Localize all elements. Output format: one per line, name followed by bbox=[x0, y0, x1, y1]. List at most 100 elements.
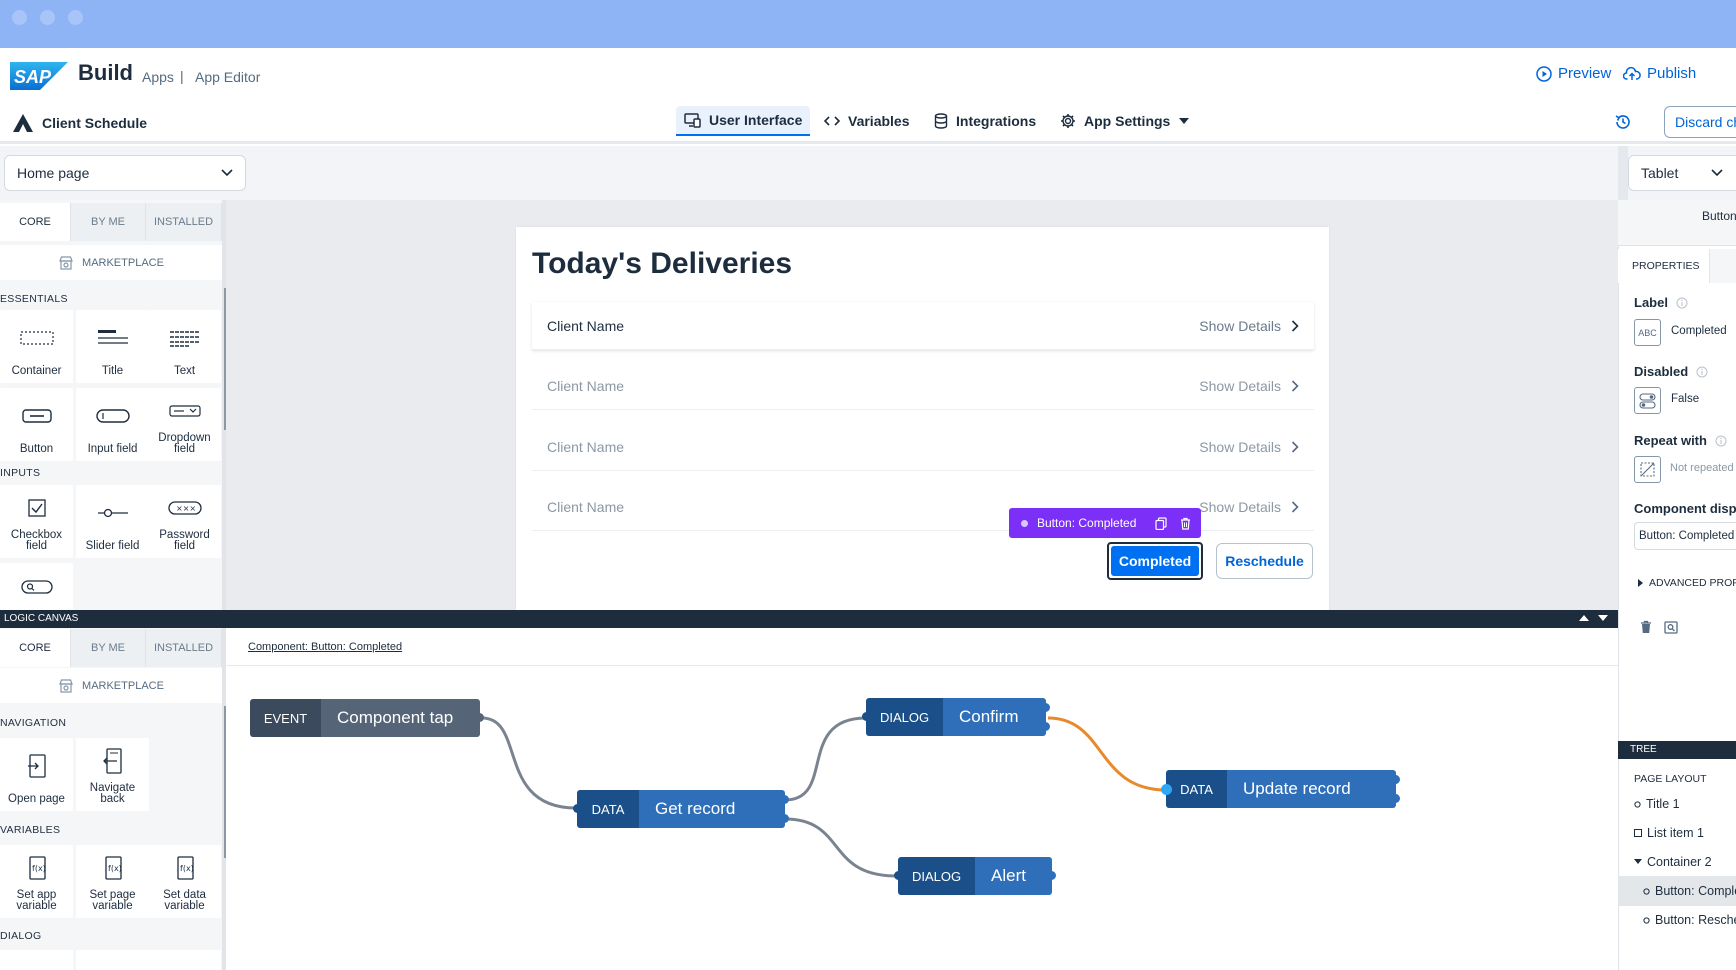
tab-installed[interactable]: INSTALLED bbox=[146, 629, 222, 667]
publish-button[interactable]: Publish bbox=[1623, 65, 1696, 82]
tab-properties[interactable]: PROPERTIES bbox=[1618, 249, 1710, 283]
output-port[interactable] bbox=[780, 814, 789, 823]
list-item[interactable]: Client Name Show Details bbox=[532, 423, 1314, 471]
advanced-properties-toggle[interactable]: ADVANCED PROP bbox=[1638, 577, 1736, 589]
panel-scrollbar[interactable] bbox=[224, 706, 226, 858]
trash-icon[interactable] bbox=[1640, 620, 1652, 634]
tab-core[interactable]: CORE bbox=[0, 203, 71, 241]
tab-integrations[interactable]: Integrations bbox=[926, 106, 1044, 136]
list-item[interactable]: Client Name Show Details bbox=[532, 302, 1314, 350]
function-navigate-back[interactable]: Navigate back bbox=[76, 738, 149, 811]
preview-button[interactable]: Preview bbox=[1536, 65, 1611, 82]
component-slider-field[interactable]: Slider field bbox=[76, 485, 149, 558]
tree-bar[interactable]: TREE bbox=[1618, 741, 1736, 759]
inspect-icon[interactable] bbox=[1664, 621, 1678, 634]
repeat-value[interactable]: Not repeated bbox=[1670, 462, 1734, 474]
logic-canvas-bar[interactable]: LOGIC CANVAS bbox=[0, 610, 1618, 628]
tab-installed[interactable]: INSTALLED bbox=[146, 203, 222, 241]
history-icon[interactable] bbox=[1614, 113, 1632, 131]
label-value[interactable]: Completed bbox=[1671, 325, 1727, 337]
tab-variables[interactable]: Variables bbox=[816, 106, 918, 136]
component-password-field[interactable]: ××× Password field bbox=[148, 485, 221, 558]
device-select[interactable]: Tablet bbox=[1628, 155, 1736, 191]
output-port[interactable] bbox=[1047, 871, 1056, 880]
show-details[interactable]: Show Details bbox=[1199, 499, 1299, 515]
marketplace-button[interactable]: MARKETPLACE bbox=[0, 245, 222, 280]
logic-node-update-record[interactable]: DATA Update record bbox=[1161, 770, 1400, 808]
breadcrumb-apps[interactable]: Apps bbox=[142, 69, 174, 85]
function-set-page-variable[interactable]: f(x) Set page variable bbox=[76, 845, 149, 918]
component-title[interactable]: Title bbox=[76, 310, 149, 383]
window-close-dot[interactable] bbox=[12, 10, 27, 25]
function-tile-partial[interactable] bbox=[76, 950, 149, 970]
output-port[interactable] bbox=[1041, 703, 1050, 712]
reschedule-button[interactable]: Reschedule bbox=[1216, 543, 1313, 579]
marketplace-button[interactable]: MARKETPLACE bbox=[0, 668, 222, 703]
input-port[interactable] bbox=[1161, 784, 1172, 795]
input-port[interactable] bbox=[894, 871, 903, 880]
tab-user-interface[interactable]: User Interface bbox=[676, 106, 811, 136]
component-button[interactable]: Button bbox=[0, 388, 73, 461]
function-open-page[interactable]: Open page bbox=[0, 738, 73, 811]
info-icon[interactable] bbox=[1676, 297, 1688, 309]
component-dropdown-field[interactable]: Dropdown field bbox=[148, 388, 221, 461]
output-port[interactable] bbox=[780, 795, 789, 804]
component-checkbox-field[interactable]: Checkbox field bbox=[0, 485, 73, 558]
component-container[interactable]: Container bbox=[0, 310, 73, 383]
input-port[interactable] bbox=[862, 712, 871, 721]
output-port[interactable] bbox=[475, 713, 484, 722]
input-port[interactable] bbox=[573, 804, 582, 813]
repeat-binding-icon[interactable] bbox=[1634, 456, 1661, 483]
page-select[interactable]: Home page bbox=[4, 155, 246, 191]
tree-item-title[interactable]: Title 1 bbox=[1634, 797, 1680, 811]
tab-by-me[interactable]: BY ME bbox=[71, 629, 146, 667]
function-set-app-variable[interactable]: f(x) Set app variable bbox=[0, 845, 73, 918]
output-port[interactable] bbox=[1391, 775, 1400, 784]
toggle-binding-icon[interactable] bbox=[1634, 387, 1661, 414]
logic-node-component-tap[interactable]: EVENT Component tap bbox=[250, 699, 484, 737]
logic-node-confirm[interactable]: DIALOG Confirm bbox=[862, 698, 1050, 736]
component-text[interactable]: Text bbox=[148, 310, 221, 383]
tree-item-list[interactable]: List item 1 bbox=[1634, 826, 1704, 840]
tree-item-button-reschedule[interactable]: Button: Resche bbox=[1643, 913, 1736, 927]
breadcrumb-app-editor[interactable]: App Editor bbox=[195, 69, 261, 85]
info-icon[interactable] bbox=[1696, 366, 1708, 378]
component-link[interactable]: Component: Button: Completed bbox=[248, 641, 403, 653]
copy-icon[interactable] bbox=[1155, 516, 1168, 530]
show-details[interactable]: Show Details bbox=[1199, 318, 1299, 334]
tab-core[interactable]: CORE bbox=[0, 629, 71, 667]
component-search-field[interactable] bbox=[0, 563, 73, 610]
function-tile-partial[interactable] bbox=[148, 950, 221, 970]
show-details[interactable]: Show Details bbox=[1199, 378, 1299, 394]
collapse-up-icon[interactable] bbox=[1578, 614, 1590, 622]
tab-by-me[interactable]: BY ME bbox=[71, 203, 146, 241]
output-port[interactable] bbox=[1041, 722, 1050, 731]
function-set-data-variable[interactable]: f(x) Set data variable bbox=[148, 845, 221, 918]
info-icon[interactable] bbox=[1715, 435, 1727, 447]
logic-node-get-record[interactable]: DATA Get record bbox=[573, 790, 789, 828]
list-item[interactable]: Client Name Show Details bbox=[532, 362, 1314, 410]
show-details[interactable]: Show Details bbox=[1199, 439, 1299, 455]
function-tile-partial[interactable] bbox=[0, 950, 73, 970]
discard-changes-button[interactable]: Discard ch bbox=[1664, 106, 1736, 138]
output-port[interactable] bbox=[1391, 794, 1400, 803]
panel-scrollbar[interactable] bbox=[224, 288, 226, 430]
tab-styles[interactable] bbox=[1710, 249, 1736, 283]
delete-icon[interactable] bbox=[1180, 517, 1191, 530]
text-binding-icon[interactable]: ABC bbox=[1634, 319, 1661, 346]
tree-item-button-completed[interactable]: Button: Comple bbox=[1643, 884, 1736, 898]
collapse-down-icon[interactable] bbox=[1597, 614, 1609, 622]
completed-button[interactable]: Completed bbox=[1111, 546, 1199, 576]
caret-down-icon[interactable] bbox=[1178, 117, 1190, 125]
tree-item-container[interactable]: Container 2 bbox=[1634, 855, 1712, 869]
disabled-value[interactable]: False bbox=[1671, 393, 1700, 405]
sap-logo[interactable]: SAP bbox=[10, 62, 68, 90]
window-maximize-dot[interactable] bbox=[68, 10, 83, 25]
tab-app-settings[interactable]: App Settings bbox=[1052, 106, 1198, 136]
window-minimize-dot[interactable] bbox=[40, 10, 55, 25]
display-name-input[interactable]: Button: Completed bbox=[1634, 522, 1736, 550]
page-title[interactable]: Today's Deliveries bbox=[532, 247, 793, 280]
logic-node-alert[interactable]: DIALOG Alert bbox=[894, 857, 1056, 895]
component-input-field[interactable]: Input field bbox=[76, 388, 149, 461]
list-item[interactable]: Client Name Show Details bbox=[532, 483, 1314, 531]
